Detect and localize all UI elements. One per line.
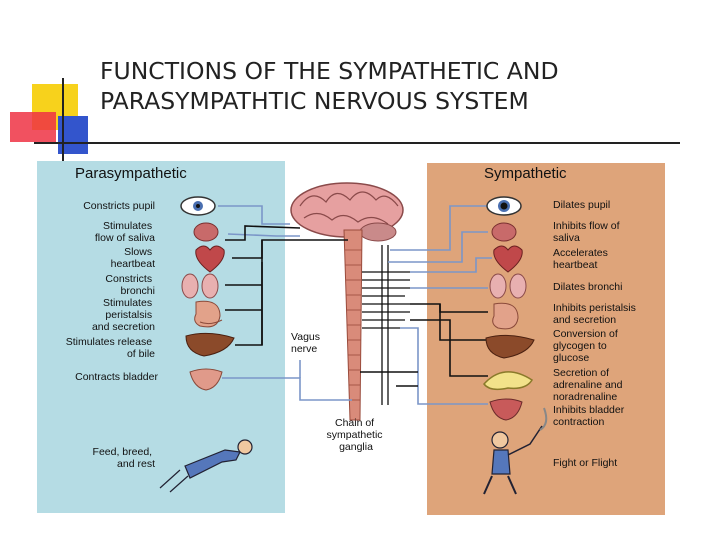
spinal-cord-icon — [343, 229, 363, 421]
deco-red-square — [10, 112, 56, 142]
liver-icon — [485, 334, 535, 359]
label-glycogen-conversion: Conversion of glycogen to glucose — [553, 328, 621, 364]
label-dilates-pupil: Dilates pupil — [553, 199, 610, 211]
parasympathetic-nerves — [218, 205, 352, 401]
label-inhibits-saliva: Inhibits flow of saliva — [553, 220, 622, 244]
ganglia-chain — [362, 245, 410, 405]
title-line-1: FUNCTIONS OF THE SYMPATHETIC AND — [100, 57, 559, 85]
sympathetic-labels: Dilates pupil Inhibits flow of saliva Ac… — [553, 199, 639, 469]
liver-icon — [185, 332, 235, 357]
deco-vertical-line — [62, 78, 64, 162]
label-vagus-nerve: Vagus nerve — [291, 331, 323, 355]
parasympathetic-header: Parasympathetic — [75, 165, 187, 182]
sympathetic-nerves — [360, 205, 492, 405]
label-feed-breed-rest: Feed, breed, and rest — [93, 446, 156, 470]
label-inhibits-bladder: Inhibits bladder contraction — [553, 404, 627, 428]
label-constricts-bronchi: Constricts bronchi — [105, 273, 155, 297]
stomach-icon — [194, 300, 223, 328]
eye-icon — [486, 196, 522, 216]
lungs-icon — [489, 273, 527, 299]
title-line-2: PARASYMPATHTIC NERVOUS SYSTEM — [100, 87, 529, 115]
slide-title: FUNCTIONS OF THE SYMPATHETIC AND PARASYM… — [100, 56, 700, 116]
heart-icon — [195, 245, 225, 273]
sympathetic-header: Sympathetic — [484, 165, 567, 182]
salivary-gland-icon — [193, 222, 219, 242]
brain-icon — [290, 182, 404, 242]
bladder-icon — [189, 368, 223, 391]
bladder-icon — [489, 398, 523, 421]
label-dilates-bronchi: Dilates bronchi — [553, 281, 622, 293]
eye-icon — [180, 196, 216, 216]
label-stimulates-peristalsis: Stimulates peristalsis and secretion — [92, 297, 155, 333]
label-inhibits-peristalsis: Inhibits peristalsis and secretion — [553, 302, 639, 326]
salivary-gland-icon — [491, 222, 517, 242]
label-adrenaline-secretion: Secretion of adrenaline and noradrenalin… — [553, 367, 625, 403]
fighting-person-icon — [483, 407, 548, 495]
label-fight-or-flight: Fight or Flight — [553, 457, 617, 469]
label-contracts-bladder: Contracts bladder — [75, 371, 158, 383]
sympathetic-panel — [427, 163, 665, 515]
label-accelerates-heartbeat: Accelerates heartbeat — [553, 247, 611, 271]
label-ganglia-chain: Chain of sympathetic ganglia — [327, 417, 386, 453]
label-constricts-pupil: Constricts pupil — [83, 200, 155, 212]
label-stimulates-bile: Stimulates release of bile — [66, 336, 155, 360]
resting-person-icon — [159, 439, 253, 493]
parasympathetic-labels: Constricts pupil Stimulates flow of sali… — [66, 200, 159, 470]
stomach-icon — [492, 302, 519, 330]
adrenal-gland-icon — [483, 371, 534, 391]
deco-horizontal-line — [34, 142, 680, 144]
label-slows-heartbeat: Slows heartbeat — [111, 246, 155, 270]
lungs-icon — [181, 273, 219, 299]
label-stimulates-saliva: Stimulates flow of saliva — [95, 220, 155, 244]
heart-icon — [493, 245, 523, 273]
